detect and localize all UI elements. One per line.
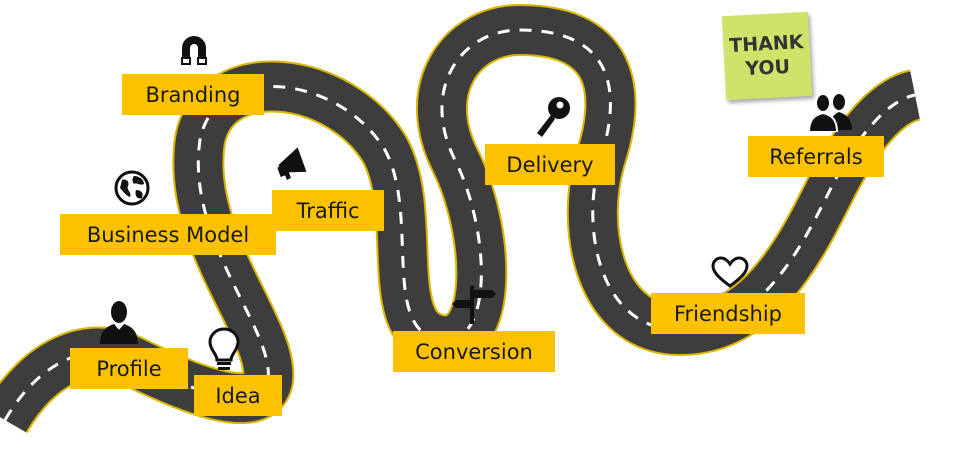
note-line-2: YOU bbox=[744, 55, 791, 81]
lightbulb-icon bbox=[208, 327, 240, 370]
label-delivery: Delivery bbox=[485, 144, 615, 185]
label-branding: Branding bbox=[122, 74, 264, 115]
person-icon bbox=[100, 301, 138, 344]
label-business-model: Business Model bbox=[60, 214, 276, 255]
label-idea: Idea bbox=[194, 375, 282, 416]
megaphone-icon bbox=[277, 147, 307, 180]
label-traffic: Traffic bbox=[272, 190, 384, 231]
note-line-1: THANK bbox=[728, 31, 804, 57]
key-icon bbox=[537, 97, 570, 137]
signpost-icon bbox=[452, 286, 496, 324]
magnet-icon bbox=[181, 36, 207, 65]
label-conversion: Conversion bbox=[393, 331, 555, 372]
label-friendship: Friendship bbox=[651, 293, 805, 334]
people-icon bbox=[808, 93, 852, 132]
globe-icon bbox=[114, 170, 150, 206]
label-profile: Profile bbox=[70, 348, 188, 389]
heart-icon bbox=[711, 256, 749, 288]
label-referrals: Referrals bbox=[748, 136, 884, 177]
thank-you-note: THANK YOU bbox=[721, 11, 813, 101]
